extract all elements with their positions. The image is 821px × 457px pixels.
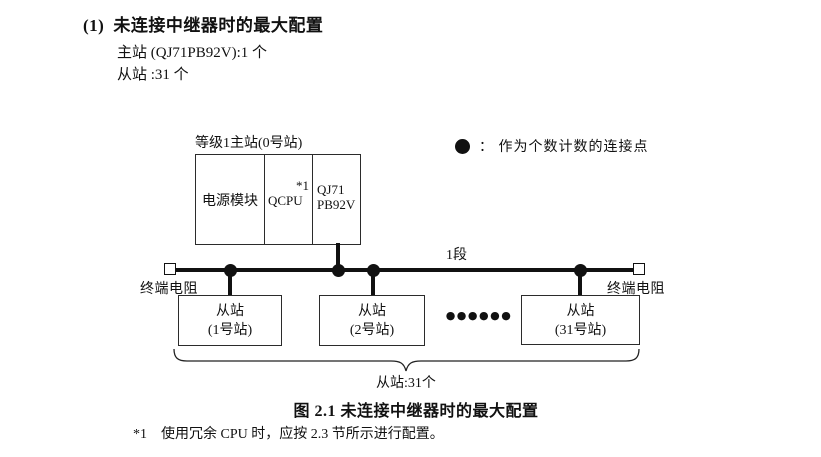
footnote: *1 使用冗余 CPU 时，应按 2.3 节所示进行配置。 xyxy=(133,423,444,443)
master-drop-line xyxy=(336,243,340,269)
slave-station-box-31: 从站 (31号站) xyxy=(521,295,640,345)
terminating-resistor-left-icon xyxy=(164,263,176,275)
ellipsis-dots: ●●●●●● xyxy=(445,309,513,322)
connection-dot xyxy=(574,264,587,277)
cpu-footnote-ref: *1 xyxy=(296,178,309,193)
slave2-drop-line xyxy=(371,271,375,296)
terminating-resistor-left-label: 终端电阻 xyxy=(140,282,198,297)
slave-number: (1号站) xyxy=(207,323,253,338)
legend: ： 作为个数计数的连接点 xyxy=(455,136,649,156)
cpu-label: QCPU xyxy=(268,193,303,208)
slave-name: 从站 xyxy=(358,304,386,319)
terminating-resistor-right-icon xyxy=(633,263,645,275)
legend-text: ： 作为个数计数的连接点 xyxy=(479,140,649,155)
section-heading: (1) 未连接中继器时的最大配置 xyxy=(83,11,323,36)
slaves-brace xyxy=(173,348,640,372)
master-station-label: 等级1主站(0号站) xyxy=(195,136,303,151)
slave-number: (2号站) xyxy=(349,323,395,338)
connection-dot xyxy=(367,264,380,277)
slave-spec-line: 从站 :31 个 xyxy=(117,67,189,83)
section-title: 未连接中继器时的最大配置 xyxy=(113,16,324,35)
cpu-cell: *1 QCPU xyxy=(265,155,313,244)
slave-station-box-2: 从站 (2号站) xyxy=(319,295,425,346)
terminating-resistor-right-label: 终端电阻 xyxy=(607,282,665,297)
bus-line xyxy=(176,268,635,272)
power-module-cell: 电源模块 xyxy=(196,155,265,244)
footnote-ref: *1 xyxy=(133,427,147,442)
network-module-line2: PB92V xyxy=(317,197,356,212)
slave-name: 从站 xyxy=(216,304,244,319)
connection-point-dot-icon xyxy=(455,138,470,154)
section-number: (1) xyxy=(83,16,105,35)
slave31-drop-line xyxy=(578,271,582,296)
figure-caption: 图 2.1 未连接中继器时的最大配置 xyxy=(293,403,539,420)
master-spec-line: 主站 (QJ71PB92V):1 个 xyxy=(117,45,268,61)
slave-station-box-1: 从站 (1号站) xyxy=(178,295,282,346)
connection-dot xyxy=(332,264,345,277)
network-module-cell: QJ71 PB92V xyxy=(313,155,360,244)
slaves-count-label: 从站:31个 xyxy=(376,376,436,391)
slave1-drop-line xyxy=(228,271,232,296)
network-module-line1: QJ71 xyxy=(317,182,345,197)
slave-number: (31号站) xyxy=(554,323,607,338)
master-station-box: 电源模块 *1 QCPU QJ71 PB92V xyxy=(195,154,361,245)
slave-name: 从站 xyxy=(566,304,595,319)
segment-label: 1段 xyxy=(446,248,467,263)
footnote-text: 使用冗余 CPU 时，应按 2.3 节所示进行配置。 xyxy=(161,427,444,442)
connection-dot xyxy=(224,264,237,277)
